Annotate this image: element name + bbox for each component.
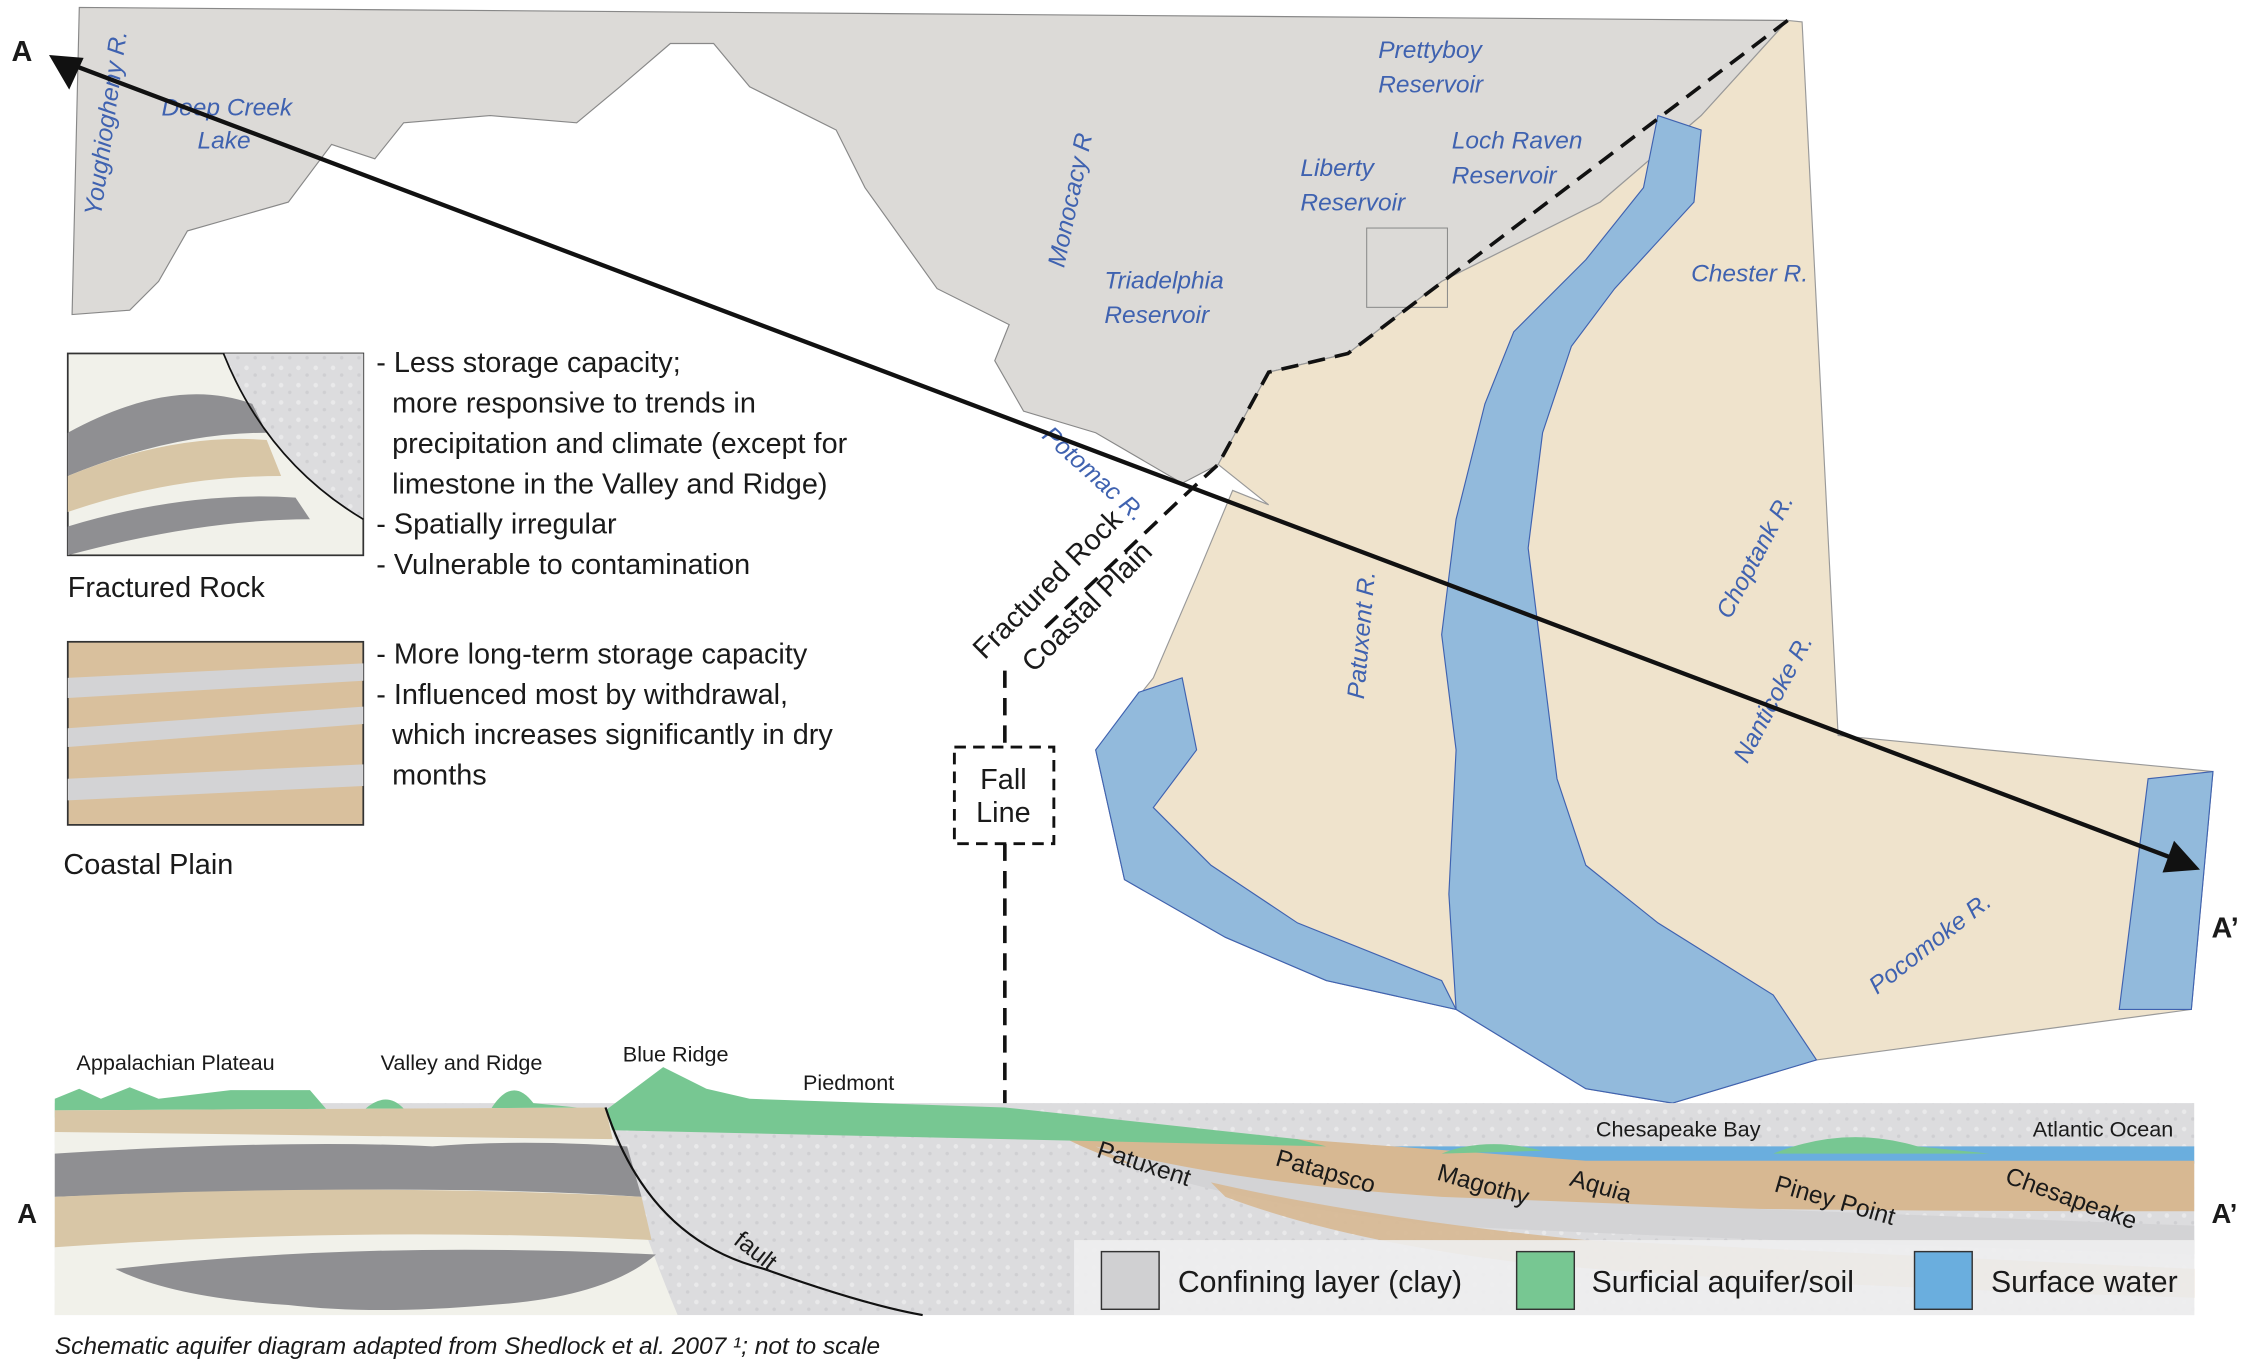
label-chester: Chester R. [1691, 260, 1808, 287]
fractured-rock-line: precipitation and climate (except for [392, 428, 847, 460]
arrow-head-a-icon [49, 55, 84, 90]
label-prettyboy-reservoir: Reservoir [1378, 72, 1484, 99]
fall-line-label-1: Fall [980, 764, 1026, 796]
fractured-rock-line: - Vulnerable to contamination [376, 549, 750, 581]
endpoint-a-prime: A’ [2212, 912, 2239, 944]
label-prettyboy: Prettyboy [1378, 37, 1483, 64]
section-legend: Confining layer (clay) Surficial aquifer… [1074, 1240, 2195, 1316]
maryland-map: Youghiogheny R. Deep Creek Lake Monocacy… [12, 6, 2239, 1111]
atlantic-coast-water [2118, 770, 2214, 1010]
coastal-plain-line: - Influenced most by withdrawal, [376, 679, 788, 711]
endpoint-a: A [12, 36, 33, 68]
province-label: Valley and Ridge [381, 1050, 543, 1075]
coastal-plain-line: months [392, 760, 487, 792]
coastal-plain-title: Coastal Plain [63, 849, 233, 881]
chesapeake-bay [1441, 114, 1818, 1104]
legend-swatch-water [1913, 1250, 1973, 1311]
section-end-a: A [17, 1198, 37, 1229]
fractured-rock-title: Fractured Rock [68, 572, 266, 604]
fractured-rock-legend: Fractured Rock - Less storage capacity; … [66, 347, 848, 604]
fractured-rock-line: - Spatially irregular [376, 509, 617, 541]
label-triadelphia-reservoir: Reservoir [1104, 302, 1210, 329]
arrow-head-a-prime-icon [2162, 840, 2200, 873]
coastal-plain-line: which increases significantly in dry [391, 719, 833, 751]
fault-line [604, 1107, 923, 1317]
province-label: Blue Ridge [623, 1041, 729, 1066]
label-liberty: Liberty [1300, 155, 1375, 182]
potomac-estuary [1095, 677, 1458, 1011]
fractured-rock-line: - Less storage capacity; [376, 347, 680, 379]
water-body-label: Chesapeake Bay [1596, 1116, 1761, 1141]
coastal-plain-line: - More long-term storage capacity [376, 638, 808, 670]
fall-line [1003, 19, 1789, 1111]
cross-section: Appalachian Plateau Valley and Ridge Blu… [17, 1041, 2238, 1317]
transect-line [68, 61, 2181, 863]
water-body-label: Atlantic Ocean [2033, 1116, 2174, 1141]
legend-label: Confining layer (clay) [1178, 1266, 1462, 1299]
coastal-plain-legend: Coastal Plain - More long-term storage c… [63, 638, 833, 880]
label-lake: Lake [198, 128, 251, 155]
legend-swatch-soil [1515, 1250, 1576, 1311]
fall-line-label-2: Line [976, 797, 1031, 829]
legend-swatch-clay [1100, 1250, 1160, 1311]
fractured-rock-line: limestone in the Valley and Ridge) [392, 468, 827, 500]
fall-line-box [952, 745, 1056, 846]
legend-label: Surface water [1991, 1266, 2178, 1299]
label-loch-raven-reservoir: Reservoir [1452, 162, 1558, 189]
province-label: Appalachian Plateau [76, 1050, 274, 1075]
province-label: Piedmont [803, 1070, 894, 1095]
label-loch-raven: Loch Raven [1452, 128, 1583, 155]
fractured-rock-line: more responsive to trends in [392, 388, 756, 420]
label-triadelphia: Triadelphia [1104, 268, 1223, 295]
label-liberty-reservoir: Reservoir [1300, 190, 1406, 217]
legend-label: Surficial aquifer/soil [1592, 1266, 1854, 1299]
caption: Schematic aquifer diagram adapted from S… [55, 1333, 880, 1360]
section-end-a-prime: A’ [2212, 1198, 2238, 1229]
